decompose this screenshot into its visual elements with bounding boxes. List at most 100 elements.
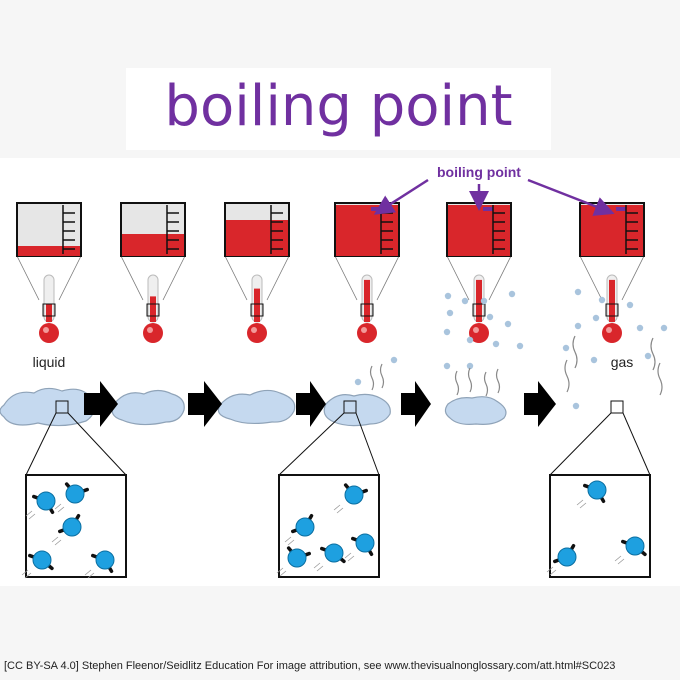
vapor-dot [466,336,474,344]
steam-squiggle [572,335,578,369]
vapor-dots [354,288,668,410]
water-molecule [84,550,115,579]
magnified-liquid [18,246,80,256]
zoom-line [488,255,512,301]
thermometer-bulb [602,323,622,343]
zoom-source-marker [343,400,357,414]
molecule-zoom [276,400,380,578]
vapor-dot [444,292,452,300]
magnified-liquid [122,234,184,256]
molecule-zooms [21,400,651,579]
water-molecule [284,513,315,546]
thermometer-bulb [247,323,267,343]
oxygen-atom [625,536,645,556]
vapor-dot [480,297,488,305]
vapor-dot [443,328,451,336]
vapor-dot [598,296,606,304]
motion-lines [614,555,625,565]
molecule-zoom [21,400,127,579]
motion-lines [21,569,32,579]
vapor-dot [592,314,600,322]
zoom-line [621,255,645,301]
water-molecule [54,482,89,513]
zoom-source-marker [610,400,624,414]
boiling-diagram: boiling point liquid gas [0,164,668,579]
puddle [323,393,391,427]
page-title: boiling point [164,74,513,139]
vapor-dot [644,352,652,360]
bulb-highlight [251,327,257,333]
thermometer-column [254,288,260,322]
motion-lines [576,499,587,509]
steam-squiggle [369,365,375,391]
oxygen-atom [65,484,85,504]
magnified-liquid [226,220,288,256]
motion-lines [546,566,557,576]
water-molecule [313,543,346,572]
zoom-line [266,255,290,301]
vapor-dot [626,301,634,309]
thermometer-column [46,303,52,322]
callout-arrow-3 [527,178,615,216]
thermometer-stage [334,202,400,343]
motion-lines [25,510,36,520]
oxygen-atom [62,517,82,537]
steam-squiggle [379,363,385,389]
bulb-highlight [473,327,479,333]
thermometer-bulb [143,323,163,343]
vapor-dot [486,313,494,321]
thermometer-column [476,279,482,322]
zoom-line [224,255,248,301]
oxygen-atom [32,550,52,570]
vapor-dot [590,356,598,364]
puddle [444,396,507,425]
thermometer-column [609,279,615,322]
vapor-dot [516,342,524,350]
zoom-marker [360,303,374,317]
steam-squiggle [564,359,570,393]
process-arrows [84,381,556,427]
vapor-dot [446,309,454,317]
vapor-dot [636,324,644,332]
boiling-point-marker [616,207,626,211]
water-molecule [576,480,607,509]
vapor-dot [443,362,451,370]
liquid-label: liquid [33,354,66,370]
steam-squiggle [483,371,489,397]
vapor-dot [660,324,668,332]
zoom-marker [42,303,56,317]
bulb-highlight [606,327,612,333]
vapor-dot [466,362,474,370]
thermometer-stage [120,202,186,343]
vapor-dot [562,344,570,352]
vapor-dot [461,297,469,305]
steam-squiggles [369,335,663,397]
steam-squiggle [657,362,663,396]
motion-lines [54,503,65,513]
zoom-marker [472,303,486,317]
boiling-point-label: boiling point [437,164,521,180]
thermometer-stage [224,202,290,343]
oxygen-atom [557,547,577,567]
zoom-marker [605,303,619,317]
thermometer-column [150,296,156,322]
steam-squiggle [495,368,501,394]
vapor-dot [492,340,500,348]
thermometer-bulb [357,323,377,343]
process-arrow [524,381,556,427]
motion-lines [84,569,95,579]
bulb-highlight [147,327,153,333]
process-arrow [188,381,222,427]
thermometer-stage [446,202,512,343]
motion-lines [51,536,62,546]
motion-lines [284,536,295,546]
thermometer-stage [579,202,645,343]
motion-lines [344,552,355,562]
diagram-panel: boiling point liquid gas [0,158,680,586]
molecule-zoom [546,400,651,578]
water-molecule [51,513,82,546]
zoom-line [16,255,40,301]
vapor-dot [354,378,362,386]
boiling-point-callout: boiling point [373,164,615,216]
zoom-marker [250,303,264,317]
